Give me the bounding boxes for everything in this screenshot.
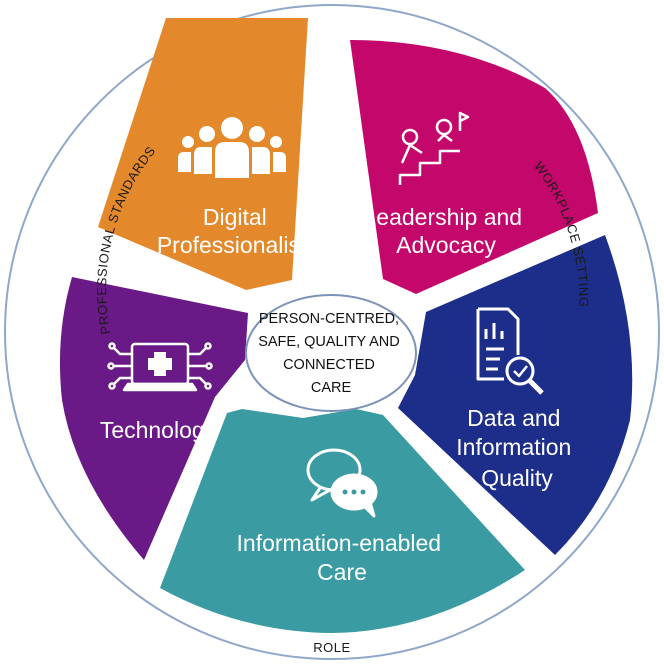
center-text: PERSON-CENTRED, SAFE, QUALITY AND CONNEC… (258, 311, 404, 396)
center-line-2: SAFE, QUALITY AND (258, 334, 400, 350)
segment-data-information-quality[interactable] (398, 235, 633, 555)
ring-label-role: ROLE (313, 640, 350, 655)
center-oval (245, 294, 417, 412)
laptop-medical-icon (107, 342, 213, 392)
segment-leadership-advocacy[interactable] (350, 40, 598, 294)
segment-label-leadership-advocacy: Leadership and Advocacy (364, 204, 529, 258)
segment-label-data-information-quality: Data and Information Quality (456, 405, 577, 491)
segment-information-enabled-care[interactable] (160, 409, 525, 633)
report-magnifier-icon (476, 307, 544, 395)
people-group-icon (178, 117, 286, 178)
chat-bubbles-icon (306, 448, 378, 518)
leader-steps-icon (398, 111, 470, 185)
segment-technology[interactable] (59, 277, 249, 560)
center-line-1: PERSON-CENTRED, (259, 311, 399, 327)
center-line-4: CARE (311, 380, 352, 396)
segment-label-information-enabled-care: Information-enabled Care (237, 530, 448, 585)
center-line-3: CONNECTED (283, 357, 375, 373)
segment-label-digital-professionalism: Digital Professionalism (157, 204, 319, 258)
segment-label-technology: Technology (100, 417, 217, 443)
